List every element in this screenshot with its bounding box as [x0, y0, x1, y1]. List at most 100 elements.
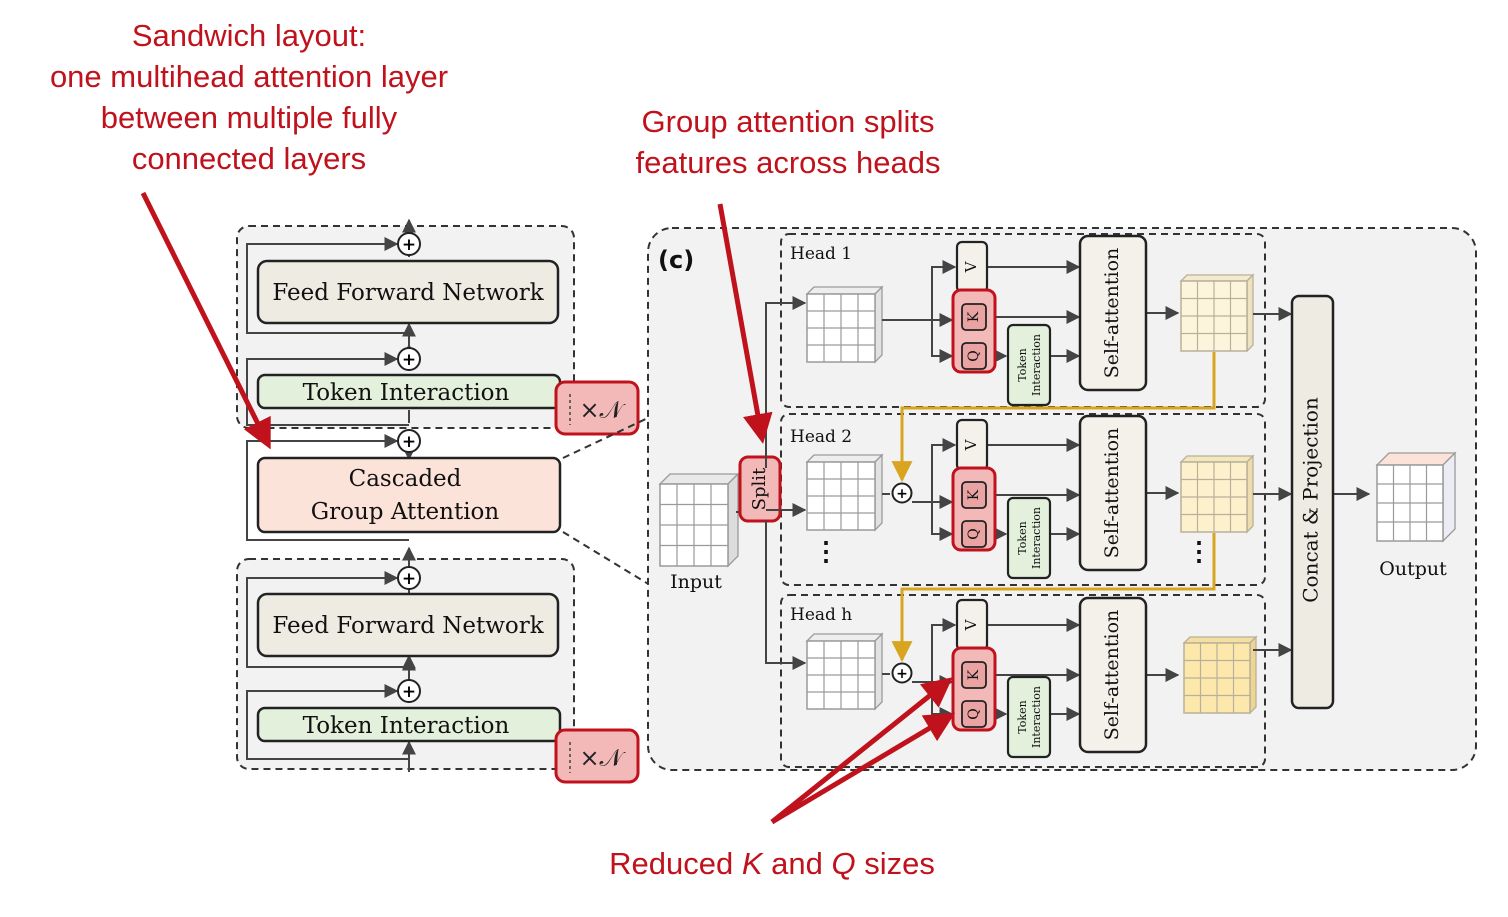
- ffn-lower-label: Feed Forward Network: [272, 613, 544, 639]
- head-1-input-grid: [805, 285, 884, 364]
- head-2-output-grid: [1179, 454, 1255, 534]
- svg-text:×𝒩: ×𝒩: [579, 396, 626, 424]
- svg-text:+: +: [896, 486, 908, 502]
- svg-text:Token: Token: [1016, 348, 1029, 381]
- annotation-sandwich-line-2: one multihead attention layer: [50, 59, 448, 94]
- head-h-kq-highlight: KQ: [951, 646, 997, 732]
- arrow-to-k: [770, 677, 953, 824]
- zoom-connector-bottom: [562, 531, 651, 586]
- svg-text:Interaction: Interaction: [1030, 686, 1043, 748]
- svg-text:×𝒩: ×𝒩: [579, 744, 626, 772]
- head-2-value-block: V: [955, 418, 989, 472]
- cga-label-line-1: Cascaded: [349, 466, 462, 492]
- svg-text:+: +: [402, 569, 416, 589]
- annotation-arrows: [140, 191, 956, 825]
- svg-text:Self-attention: Self-attention: [1101, 428, 1123, 559]
- cga-label-line-2: Group Attention: [311, 499, 500, 525]
- annotation-sandwich-line-1: Sandwich layout:: [132, 18, 366, 53]
- token-interaction-upper-label: Token Interaction: [303, 380, 510, 406]
- svg-text:V: V: [962, 260, 980, 273]
- arrow-to-cga: [140, 191, 271, 450]
- plus-node-2: +: [397, 566, 421, 590]
- svg-text:V: V: [962, 618, 980, 631]
- panel-c: (c) Head 1 Head 2 Head h Input Split ⋮: [647, 227, 1477, 771]
- plus-node-5: +: [397, 232, 421, 256]
- svg-text:+: +: [402, 682, 416, 702]
- head-1-output-grid: [1179, 273, 1255, 353]
- annotation-sandwich: Sandwich layout: one multihead attention…: [50, 18, 448, 176]
- head-1-query-block: Q: [961, 342, 987, 370]
- input-label: Input: [670, 571, 722, 593]
- svg-text:Interaction: Interaction: [1030, 334, 1043, 396]
- svg-text:Q: Q: [966, 708, 982, 719]
- panel-tag: (c): [658, 246, 694, 274]
- concat-projection-block: [1290, 294, 1335, 710]
- svg-text:Interaction: Interaction: [1030, 507, 1043, 569]
- repeat-badge-lower: ×𝒩: [554, 728, 640, 784]
- head-1-self-attention: Self-attention: [1078, 234, 1148, 392]
- plus-node-3: +: [397, 429, 421, 453]
- head-h-output-grid: [1182, 635, 1258, 715]
- arrow-to-q: [770, 712, 956, 825]
- head-h-input-grid: [805, 632, 884, 711]
- plus-node-4: +: [397, 347, 421, 371]
- svg-text:Self-attention: Self-attention: [1101, 248, 1123, 379]
- token-interaction-lower-label: Token Interaction: [303, 713, 510, 739]
- svg-text:+: +: [402, 432, 416, 452]
- ffn-upper: [256, 259, 560, 325]
- ffn-upper-label: Feed Forward Network: [272, 280, 544, 306]
- input-feature-cube: [658, 472, 740, 568]
- zoom-connector-top: [562, 416, 651, 459]
- plus-node-1: +: [397, 679, 421, 703]
- split-block: [738, 455, 782, 523]
- concat-projection-label: Concat & Projection: [1299, 397, 1323, 603]
- split-label: Split: [749, 467, 770, 510]
- svg-text:V: V: [962, 438, 980, 451]
- head-1-value-block: V: [955, 240, 989, 294]
- cascade-connections: [891, 352, 1216, 663]
- svg-text:Self-attention: Self-attention: [1101, 610, 1123, 741]
- head-h-key-block: K: [961, 661, 987, 689]
- svg-text:+: +: [402, 235, 416, 255]
- svg-text:K: K: [966, 489, 982, 500]
- annotation-group: Group attention splits features across h…: [635, 104, 940, 180]
- cascade-plus-h: +: [891, 662, 913, 684]
- output-feature-cube: [1375, 451, 1457, 543]
- output-label: Output: [1379, 558, 1447, 580]
- head-2-label: Head 2: [790, 427, 852, 447]
- head-2-output-ellipsis: ⋮: [1186, 537, 1212, 567]
- ffn-lower: [256, 592, 560, 658]
- head-1-key-block: K: [961, 303, 987, 331]
- svg-text:K: K: [966, 669, 982, 680]
- token-interaction-lower: [256, 706, 562, 743]
- cascaded-group-attention: [256, 456, 562, 534]
- svg-text:Token: Token: [1016, 521, 1029, 554]
- cascade-plus-2: +: [891, 482, 913, 504]
- arrow-to-split: [717, 203, 773, 444]
- svg-text:Token: Token: [1016, 700, 1029, 733]
- head-h-self-attention: Self-attention: [1078, 596, 1148, 754]
- left-block: Token Interaction Feed Forward Network C…: [236, 218, 651, 784]
- head-2-input-grid: [805, 453, 884, 532]
- head-1-kq-highlight: KQ: [951, 288, 997, 374]
- svg-text:Q: Q: [966, 528, 982, 539]
- head-2-ellipsis: ⋮: [813, 537, 839, 567]
- annotation-sandwich-line-4: connected layers: [132, 141, 366, 176]
- head-h-label: Head h: [790, 605, 852, 625]
- head-1-label: Head 1: [790, 244, 852, 264]
- head-h-value-block: V: [955, 598, 989, 652]
- head-h-query-block: Q: [961, 700, 987, 728]
- annotation-group-line-2: features across heads: [635, 145, 940, 180]
- head-2-query-block: Q: [961, 520, 987, 548]
- svg-text:K: K: [966, 311, 982, 322]
- head-2-self-attention: Self-attention: [1078, 414, 1148, 572]
- annotation-reduced: Reduced K and Q sizes: [609, 846, 935, 881]
- svg-text:+: +: [896, 666, 908, 682]
- annotation-group-line-1: Group attention splits: [642, 104, 935, 139]
- repeat-badge-upper: ×𝒩: [554, 380, 640, 436]
- annotation-sandwich-line-3: between multiple fully: [101, 100, 398, 135]
